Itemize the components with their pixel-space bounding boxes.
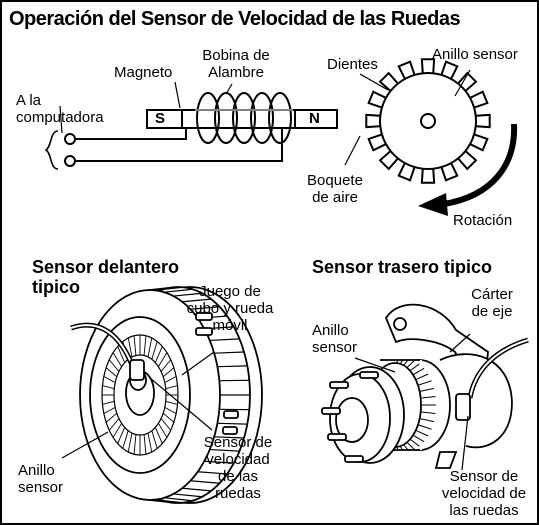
tone-ring-tooth [162, 367, 175, 378]
rear-studs [321, 371, 379, 463]
rotor-vane [197, 471, 228, 475]
tone-ring-tooth [133, 335, 137, 356]
rotor-vane [217, 422, 248, 425]
tone-ring-tooth [165, 385, 178, 390]
tone-ring-tooth [127, 432, 133, 453]
rotor-vane [190, 480, 220, 484]
tone-ring-tooth [147, 432, 153, 453]
tone-ring-tooth [143, 434, 147, 455]
rear-tone-ring-tooth [418, 380, 432, 386]
rotor-vane [209, 448, 240, 452]
front-speed-sensor-label: Sensor de velocidad de las ruedas [203, 434, 273, 502]
rear-tone-ring-tooth [416, 430, 429, 437]
sensor-ring-label: Anillo sensor [432, 46, 518, 63]
tone-ring-tooth [164, 376, 177, 384]
rotor-vane [173, 292, 203, 297]
tone-ring-tooth [103, 406, 116, 414]
tone-ring-tooth [102, 385, 115, 390]
tone-ring [344, 58, 491, 184]
rear-speed-sensor-label: Sensor de velocidad de las ruedas [441, 468, 527, 519]
tone-ring-tooth [165, 400, 178, 405]
tone-ring-tooth [151, 341, 158, 360]
rear-tone-ring-tooth [413, 367, 425, 376]
rotor-vane [173, 493, 203, 498]
wire-coil [195, 92, 293, 144]
rear-tone-ring-tooth [413, 434, 425, 443]
teeth-label: Dientes [327, 56, 378, 73]
axle-housing-label: Cárter de eje [471, 286, 513, 320]
pole-s-label: S [155, 110, 166, 127]
tone-ring-tooth [127, 337, 133, 358]
rotor-vane [164, 288, 193, 293]
tone-ring-tooth [162, 412, 175, 423]
rear-tone-ring-tooth [420, 418, 435, 423]
rotor-vane [154, 286, 183, 291]
tone-ring-tooth [102, 400, 115, 405]
tone-ring-tooth [143, 335, 147, 356]
rotor-vane [204, 460, 234, 464]
rear-tone-ring-tooth [420, 387, 435, 392]
magnet-label: Magneto [114, 64, 173, 81]
rotor-vane [164, 497, 193, 502]
magnetic-pickup-illustration [44, 81, 338, 170]
rotor-vane [217, 365, 248, 368]
rotor-vane [182, 487, 212, 492]
tone-ring-tooth [117, 427, 126, 444]
tone-ring-tooth [105, 412, 118, 423]
hub-studs [195, 312, 239, 435]
tone-ring-tooth [105, 367, 118, 378]
tone-ring-tooth [108, 418, 120, 431]
coil-label: Bobina de Alambre [202, 47, 270, 81]
tone-ring-tooth [112, 352, 123, 367]
tone-ring-tooth [103, 376, 116, 384]
rear-sensor-heading: Sensor trasero tipico [312, 257, 493, 277]
front-hub-illustration [61, 286, 263, 504]
rotor-vane [182, 298, 212, 303]
rear-tone-ring-tooth [421, 411, 436, 414]
tone-ring-tooth [112, 423, 123, 438]
tone-ring-tooth [133, 434, 137, 455]
tone-ring-tooth [164, 406, 177, 414]
rear-tone-ring-tooth [421, 396, 436, 399]
tone-ring-tooth [160, 418, 172, 431]
to-computer-label: A la computadora [16, 92, 104, 126]
tone-ring-tooth [160, 359, 172, 372]
hub-label: Juego de cubo y rueda móvil [186, 283, 274, 334]
front-sensor-heading: Sensor delantero tipico [32, 257, 180, 297]
rotor-vane [214, 436, 245, 439]
front-ring-label: Anillo sensor [18, 462, 64, 496]
rotor-vane [190, 306, 220, 310]
tone-ring-tooth [157, 352, 168, 367]
air-gap-label: Boquete de aire [307, 172, 363, 206]
diagram-title: Operación del Sensor de Velocidad de las… [9, 8, 461, 30]
rear-tone-ring-tooth [418, 424, 432, 430]
rear-axle-illustration [321, 303, 529, 471]
tone-ring-tooth [122, 430, 129, 449]
rotation-label: Rotación [453, 212, 513, 229]
tone-ring-tooth [147, 337, 153, 358]
rotor-vane [209, 338, 240, 342]
rotor-vane [214, 351, 245, 354]
tone-ring-tooth [157, 423, 168, 438]
rear-tone-ring-tooth [409, 363, 420, 372]
tone-ring-tooth [108, 359, 120, 372]
tone-ring-tooth [154, 346, 163, 363]
rear-tone-ring-tooth [409, 438, 420, 447]
tone-ring-tooth [117, 346, 126, 363]
tone-ring-tooth [151, 430, 158, 449]
pole-n-label: N [309, 110, 320, 127]
tone-ring-tooth [154, 427, 163, 444]
rotation-arrow [418, 123, 518, 216]
rear-ring-label: Anillo sensor [312, 322, 358, 356]
rear-tone-ring-tooth [416, 373, 429, 380]
